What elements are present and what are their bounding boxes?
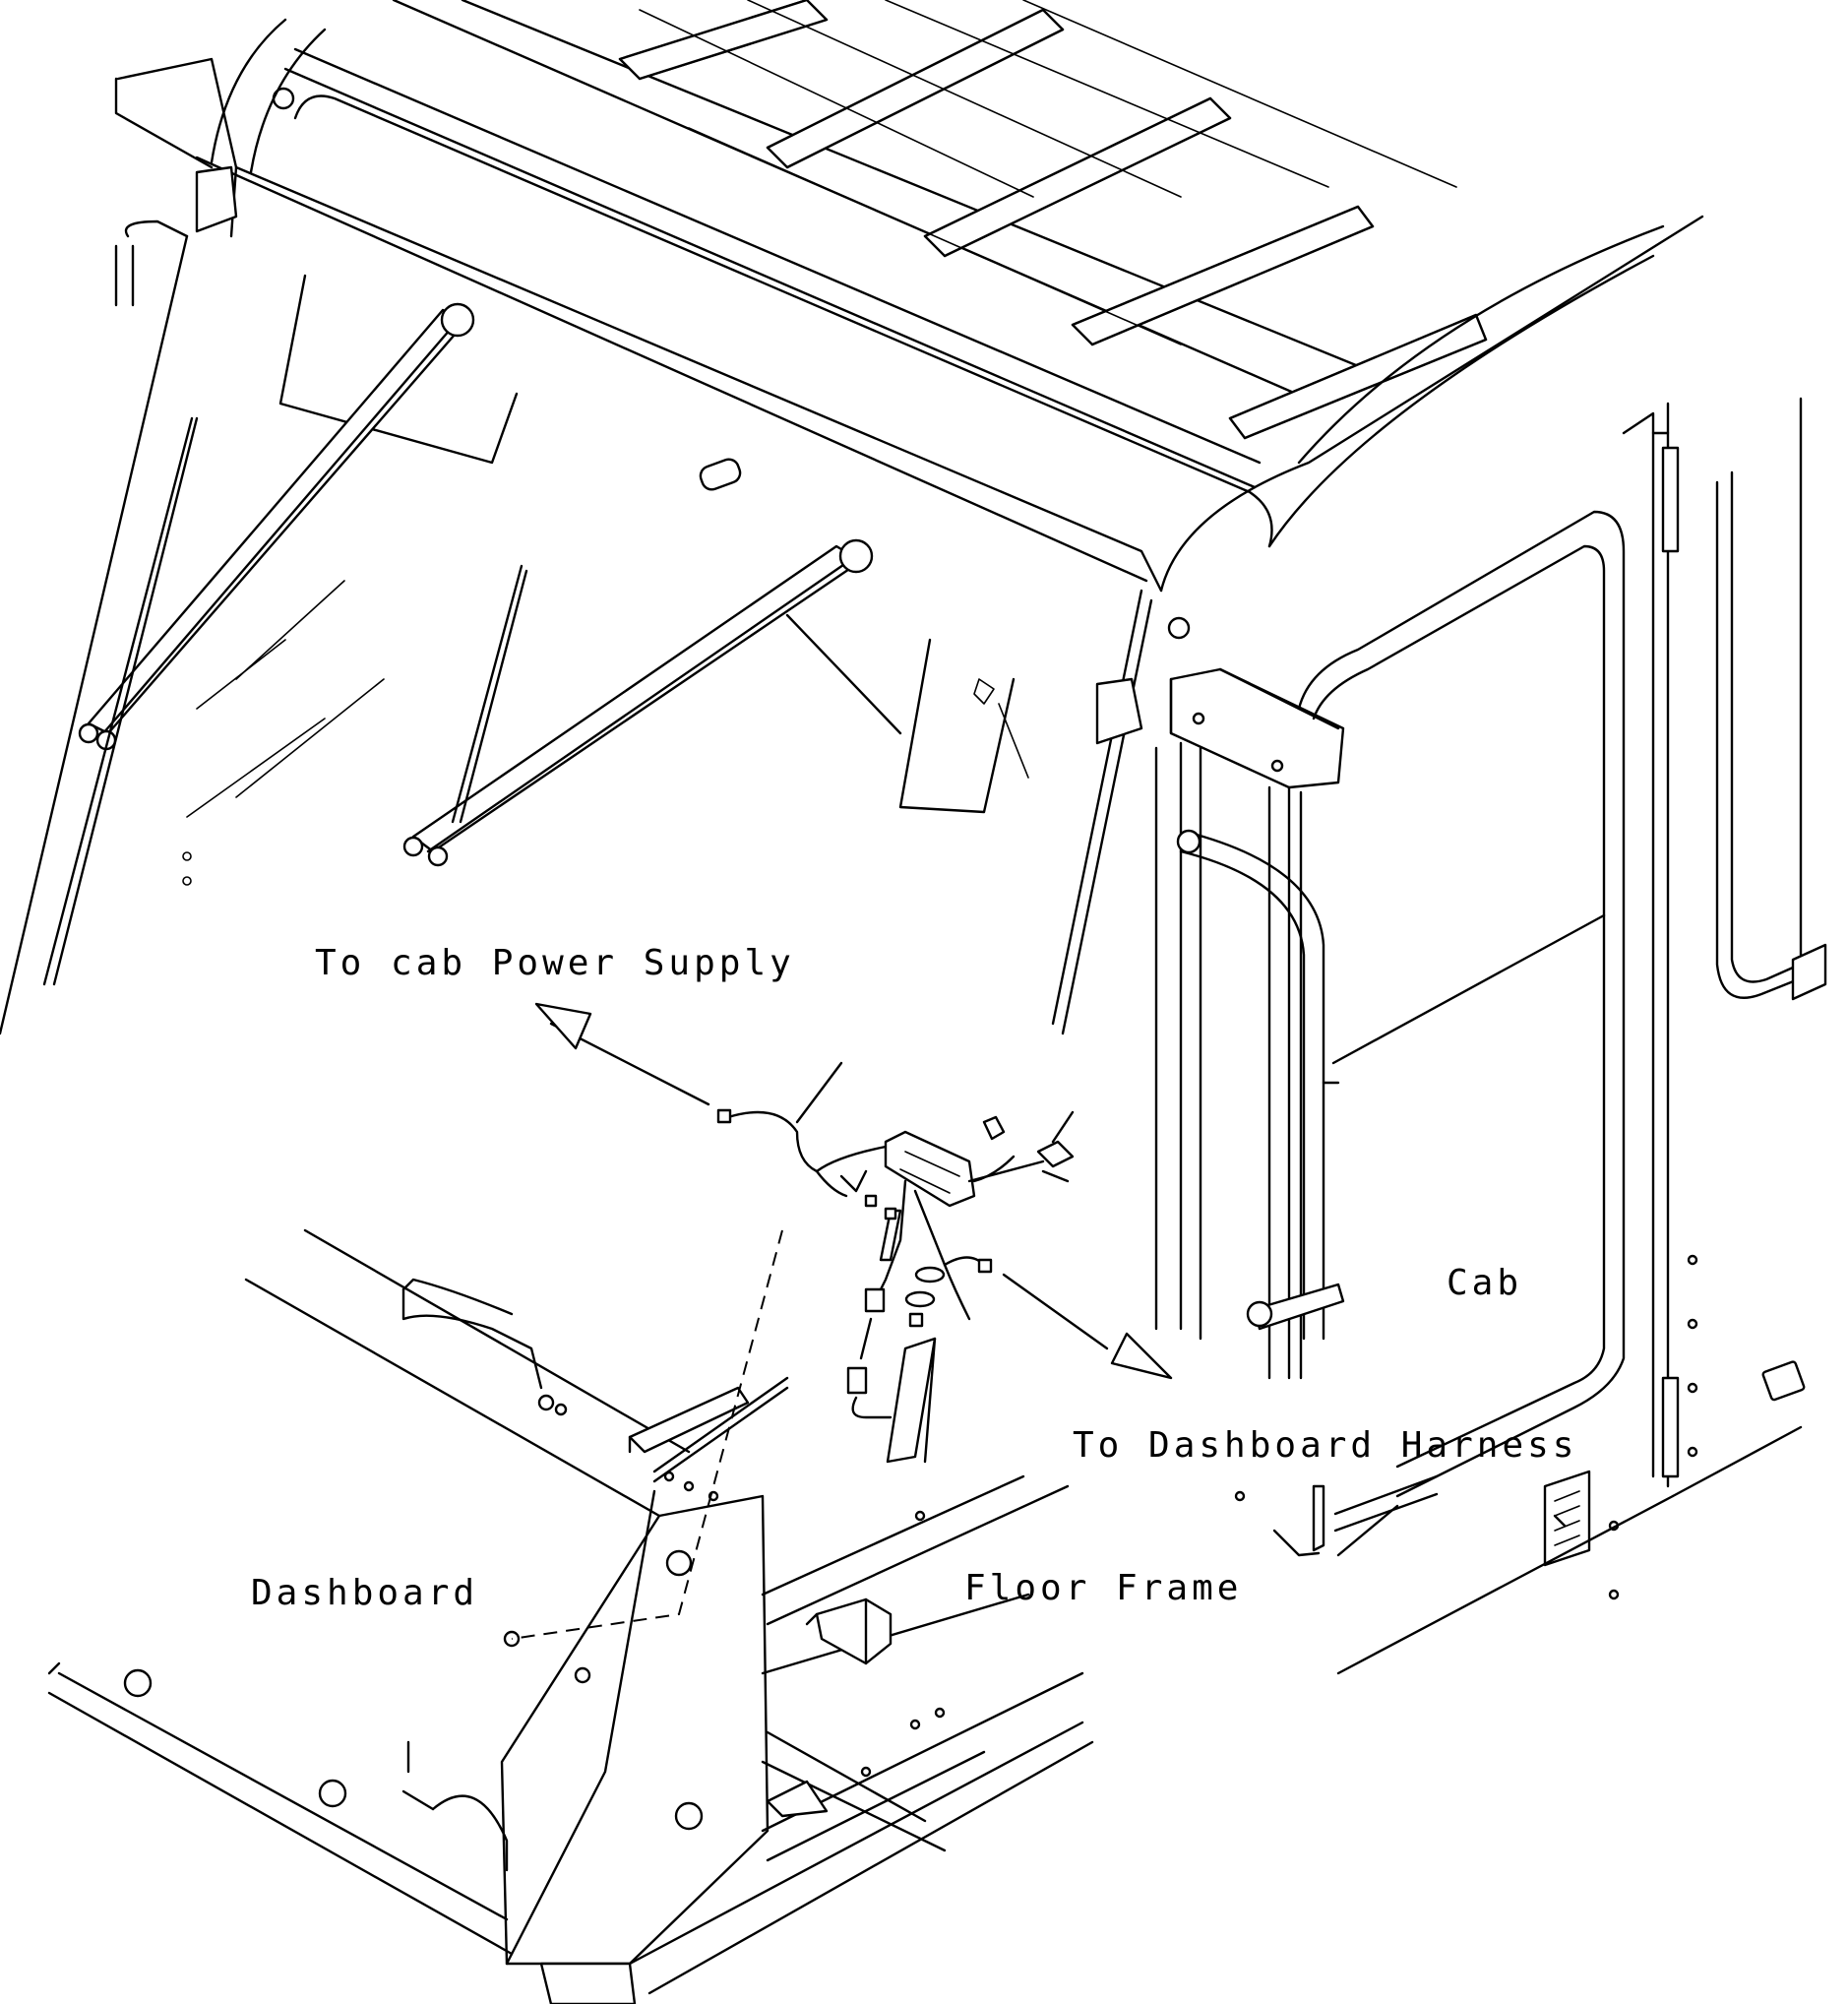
cab-wiring-harness <box>716 1061 1075 1464</box>
windshield-reflections <box>182 580 385 886</box>
arrow-to-dashboard-harness <box>1002 1273 1173 1380</box>
label-cab: Cab <box>1447 1263 1522 1303</box>
cab-body <box>1154 397 1827 1675</box>
dashboard <box>47 1228 789 2004</box>
floor-frame <box>628 1474 1094 1995</box>
label-to-dashboard-harness: To Dashboard Harness <box>1073 1425 1577 1466</box>
left-wiper-arm <box>42 302 475 986</box>
label-floor-frame: Floor Frame <box>964 1568 1242 1608</box>
cab-roof <box>114 0 1704 640</box>
right-wiper-arm <box>402 538 874 867</box>
windshield-frame <box>0 165 1153 1035</box>
arrow-to-cab-power-supply <box>534 1002 710 1106</box>
label-to-cab-power-supply: To cab Power Supply <box>315 943 795 983</box>
label-dashboard: Dashboard <box>251 1573 478 1613</box>
